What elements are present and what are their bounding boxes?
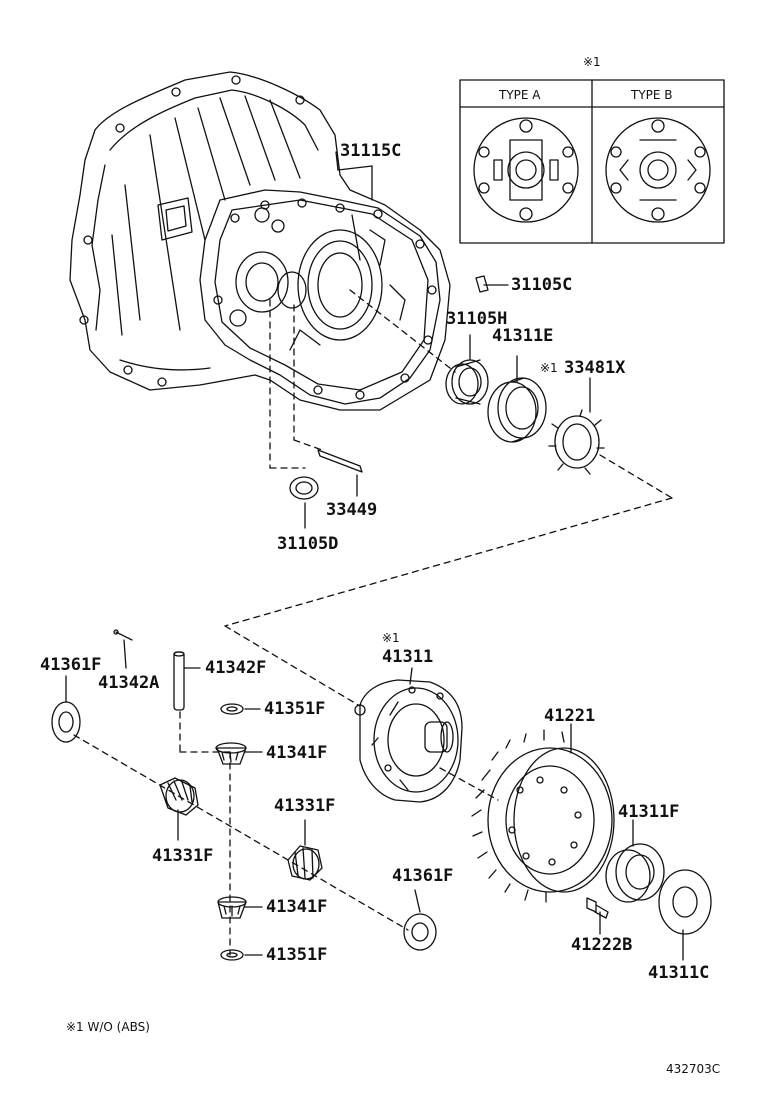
part-41311C-shim <box>658 869 712 935</box>
label-41341F-a: 41341F <box>266 743 328 763</box>
label-41331F-b: 41331F <box>274 796 336 816</box>
part-41361F-washer-b <box>403 913 437 951</box>
label-41342A: 41342A <box>98 673 160 693</box>
part-41331F-gear-b <box>287 845 323 881</box>
label-33449: 33449 <box>326 500 378 520</box>
phantom-lines <box>73 289 673 956</box>
label-31115C: 31115C <box>340 141 402 161</box>
legend-reference-mark: ※1 <box>583 55 601 69</box>
part-41342A-pin <box>113 629 133 641</box>
label-41341F-b: 41341F <box>266 897 328 917</box>
label-41311E: 41311E <box>492 326 554 346</box>
type-a-label: TYPE A <box>499 88 541 102</box>
part-41361F-washer-a <box>51 701 81 743</box>
label-41351F-a: 41351F <box>264 699 326 719</box>
label-41361F-b: 41361F <box>392 866 454 886</box>
type-legend-box <box>459 79 725 244</box>
label-41361F-a: 41361F <box>40 655 102 675</box>
part-41351F-washer-a <box>220 703 244 715</box>
part-33449-pin <box>317 449 363 473</box>
part-41221-ring-gear <box>471 729 615 903</box>
label-41311: 41311 <box>382 647 434 667</box>
label-33481X-mark: ※1 <box>540 361 558 375</box>
type-b-label: TYPE B <box>631 88 673 102</box>
label-31105H: 31105H <box>446 309 508 329</box>
part-31105H-seal <box>445 359 489 405</box>
part-41341F-gear-a <box>215 742 247 765</box>
label-41221: 41221 <box>544 706 596 726</box>
label-31105D: 31105D <box>277 534 339 554</box>
part-41222B-bolt <box>586 897 609 919</box>
footnote: ※1 W/O (ABS) <box>66 1020 150 1034</box>
label-41351F-b: 41351F <box>266 945 328 965</box>
diagram-code: 432703C <box>666 1062 721 1076</box>
label-41311-mark: ※1 <box>382 631 400 645</box>
part-31105D-seal <box>289 476 319 500</box>
part-41331F-gear-a <box>159 777 199 816</box>
label-41331F-a: 41331F <box>152 846 214 866</box>
label-41311F: 41311F <box>618 802 680 822</box>
part-41311F-bearing <box>605 843 665 903</box>
transmission-case <box>69 71 451 411</box>
part-41342F-shaft <box>173 651 185 711</box>
part-41311-diff-case <box>354 679 463 803</box>
part-33481X-washer <box>548 409 605 475</box>
label-41342F: 41342F <box>205 658 267 678</box>
label-31105C: 31105C <box>511 275 573 295</box>
part-41341F-gear-b <box>217 896 247 919</box>
label-41222B: 41222B <box>571 935 633 955</box>
part-41351F-washer-b <box>220 949 244 961</box>
leader-lines <box>65 151 684 961</box>
label-33481X: 33481X <box>564 358 626 378</box>
part-41311E-bearing <box>487 377 547 443</box>
part-31105C-plug <box>475 275 489 293</box>
label-41311C: 41311C <box>648 963 710 983</box>
